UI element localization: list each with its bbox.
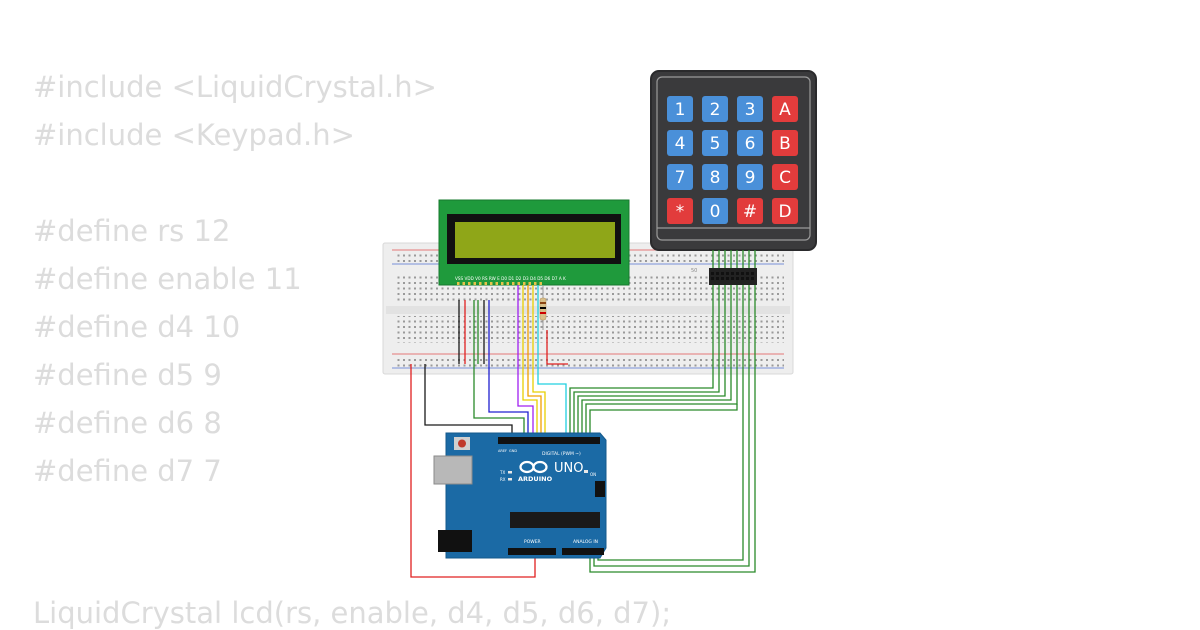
power-label: POWER xyxy=(524,539,541,545)
keypad-key-label: 1 xyxy=(675,100,686,120)
arduino-uno: UNO ARDUINO DIGITAL (PWM ~) POWER ANALOG… xyxy=(433,432,607,559)
keypad-key-b: B xyxy=(772,130,798,156)
code-line-1: #include <LiquidCrystal.h> xyxy=(33,70,437,104)
power-jack xyxy=(438,530,472,552)
keypad-key-5: 5 xyxy=(702,130,728,156)
code-line-7: #define d6 8 xyxy=(33,406,222,440)
keypad-key-label: 9 xyxy=(745,168,756,188)
lcd-pin-labels: VSS VDD V0 RS RW E D0 D1 D2 D3 D4 D5 D6 … xyxy=(455,276,566,281)
infinity-logo-icon xyxy=(519,460,548,474)
keypad-key-8: 8 xyxy=(702,164,728,190)
usb-port xyxy=(433,455,473,485)
analog-label: ANALOG IN xyxy=(573,539,598,545)
keypad-key-2: 2 xyxy=(702,96,728,122)
lcd-module: VSS VDD V0 RS RW E D0 D1 D2 D3 D4 D5 D6 … xyxy=(438,199,630,286)
keypad-key-label: 7 xyxy=(675,168,686,188)
keypad-key-d: D xyxy=(772,198,798,224)
keypad-key-label: D xyxy=(778,202,791,222)
keypad-key-4: 4 xyxy=(667,130,693,156)
code-line-8: #define d7 7 xyxy=(33,454,222,488)
keypad-key-label: C xyxy=(779,168,791,188)
keypad-key-label: 4 xyxy=(675,134,686,154)
keypad-key-star: * xyxy=(667,198,693,224)
keypad-key-a: A xyxy=(772,96,798,122)
lcd-pins xyxy=(457,282,542,285)
keypad-key-label: A xyxy=(779,100,791,120)
keypad: 1 2 3 A 4 5 6 B 7 8 9 C * 0 # D xyxy=(650,70,817,251)
code-line-5: #define d4 10 xyxy=(33,310,241,344)
keypad-key-label: 5 xyxy=(710,134,721,154)
keypad-key-label: # xyxy=(743,202,757,222)
keypad-key-label: 0 xyxy=(710,202,721,222)
keypad-key-label: 8 xyxy=(710,168,721,188)
keypad-key-label: B xyxy=(779,134,791,154)
keypad-key-6: 6 xyxy=(737,130,763,156)
atmega-chip xyxy=(510,512,600,528)
code-line-4: #define enable 11 xyxy=(33,262,302,296)
aref-label: AREF xyxy=(498,449,507,453)
resistor xyxy=(539,286,547,330)
keypad-key-hash: # xyxy=(737,198,763,224)
keypad-key-3: 3 xyxy=(737,96,763,122)
keypad-key-label: * xyxy=(676,202,685,222)
gnd-label: GND xyxy=(509,449,517,453)
keypad-key-label: 6 xyxy=(745,134,756,154)
digital-label: DIGITAL (PWM ~) xyxy=(542,451,581,457)
keypad-key-c: C xyxy=(772,164,798,190)
keypad-key-label: 3 xyxy=(745,100,756,120)
code-line-9: LiquidCrystal lcd(rs, enable, d4, d5, d6… xyxy=(33,596,672,630)
breadboard-number-50: 50 xyxy=(691,268,697,274)
rx-label: RX xyxy=(500,477,506,482)
on-label: ON xyxy=(590,472,596,477)
code-line-6: #define d5 9 xyxy=(33,358,222,392)
arduino-brand: ARDUINO xyxy=(518,475,553,483)
code-line-2: #include <Keypad.h> xyxy=(33,118,355,152)
keypad-key-1: 1 xyxy=(667,96,693,122)
code-line-3: #define rs 12 xyxy=(33,214,231,248)
keypad-key-label: 2 xyxy=(710,100,721,120)
keypad-key-0: 0 xyxy=(702,198,728,224)
wires xyxy=(410,285,756,578)
keypad-key-9: 9 xyxy=(737,164,763,190)
tx-label: TX xyxy=(499,470,505,475)
keypad-header xyxy=(709,250,757,285)
arduino-model: UNO xyxy=(554,461,583,476)
keypad-key-7: 7 xyxy=(667,164,693,190)
